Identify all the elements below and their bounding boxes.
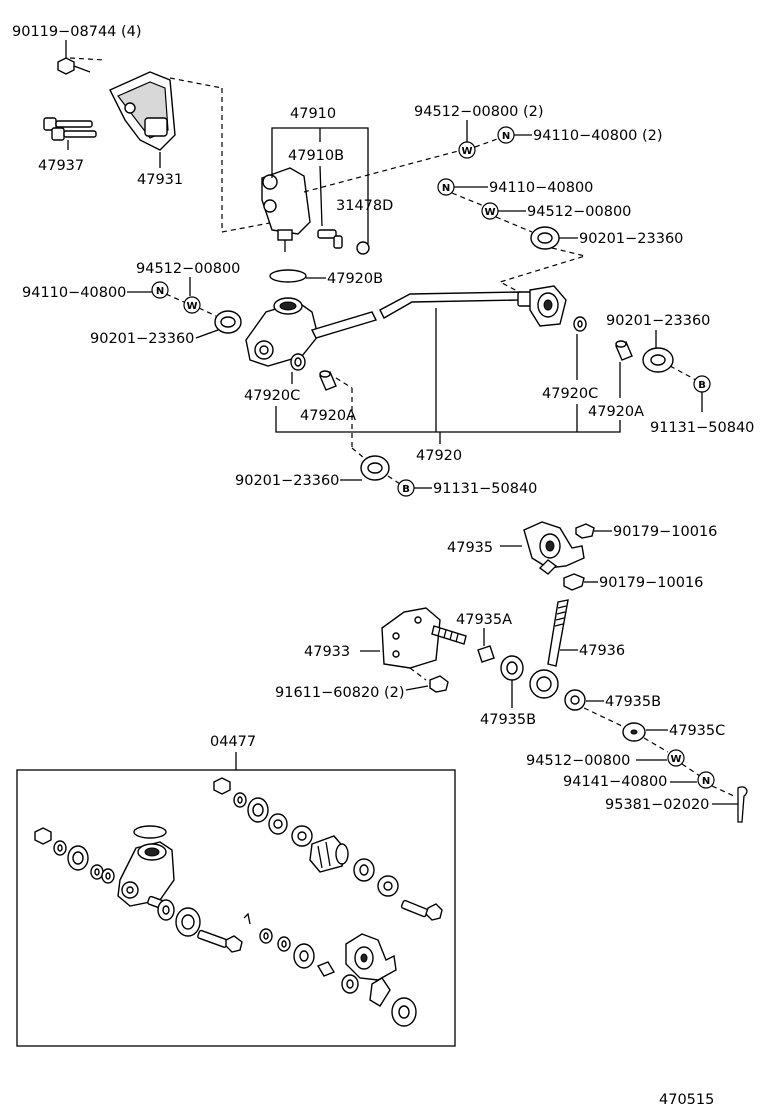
svg-text:B: B — [402, 484, 410, 495]
label-47936: 47936 — [579, 643, 625, 659]
shift-rod-47920-icon — [245, 285, 567, 367]
label-90201-23360-b: 90201−23360 — [90, 331, 194, 347]
bushing-47920C-left-icon — [290, 353, 306, 371]
svg-text:W: W — [461, 146, 472, 157]
label-47920C-right: 47920C — [542, 386, 598, 402]
washer-badge-2: W — [481, 202, 499, 220]
label-47935B-right: 47935B — [605, 694, 661, 710]
nut-90179-a-icon — [575, 523, 595, 539]
pin-47935A-icon — [477, 645, 495, 663]
label-90201-23360-a: 90201−23360 — [579, 231, 683, 247]
svg-text:N: N — [156, 286, 164, 297]
label-90179-10016-a: 90179−10016 — [613, 524, 717, 540]
svg-text:B: B — [698, 380, 706, 391]
lever-47935-icon — [523, 521, 585, 575]
cotter-pin-95381-icon — [737, 786, 748, 823]
bolts-47937-icon — [43, 117, 97, 150]
plate-47933-icon — [381, 607, 467, 669]
label-47935B-left: 47935B — [480, 712, 536, 728]
label-94110-40800-2: 94110−40800 (2) — [533, 128, 663, 144]
label-47920: 47920 — [416, 448, 462, 464]
svg-text:W: W — [186, 301, 197, 312]
washer-badge-4: W — [667, 749, 685, 767]
label-47931: 47931 — [137, 172, 183, 188]
bolt-90119-icon — [57, 57, 106, 75]
label-91131-50840-a: 91131−50840 — [650, 420, 754, 436]
label-95381-02020: 95381−02020 — [605, 797, 709, 813]
diagram-code: 470515 — [659, 1092, 714, 1108]
kit-04477-box — [16, 769, 456, 1047]
label-47920A-right: 47920A — [588, 404, 644, 420]
collar-47920A-left-icon — [319, 370, 337, 391]
label-91131-50840-b: 91131−50840 — [433, 481, 537, 497]
nut-90179-b-icon — [563, 573, 585, 591]
oring-47920B-icon — [269, 269, 307, 283]
washer-badge-1: W — [458, 141, 476, 159]
label-94141-40800: 94141−40800 — [563, 774, 667, 790]
label-47935: 47935 — [447, 540, 493, 556]
label-47920B: 47920B — [327, 271, 383, 287]
nut-badge-1: N — [497, 126, 515, 144]
label-94512-00800-2: 94512−00800 (2) — [414, 104, 544, 120]
bolt-badge-1: B — [693, 375, 711, 393]
label-31478D: 31478D — [336, 198, 393, 214]
bush-47935B-left-icon — [500, 655, 524, 681]
svg-text:N: N — [502, 131, 510, 142]
washer-47935C-icon — [622, 722, 646, 742]
label-94110-40800-a: 94110−40800 — [489, 180, 593, 196]
bush-47935B-right-icon — [564, 689, 586, 711]
label-47920A-left: 47920A — [300, 408, 356, 424]
label-47910B: 47910B — [288, 148, 344, 164]
label-47935A: 47935A — [456, 612, 512, 628]
label-47935C: 47935C — [669, 723, 725, 739]
bolt-badge-2: B — [397, 479, 415, 497]
label-91611-60820-2: 91611−60820 (2) — [275, 685, 405, 701]
nut-badge-3: N — [151, 281, 169, 299]
washer-badge-3: W — [183, 296, 201, 314]
svg-text:N: N — [702, 776, 710, 787]
valve-47910-icon — [261, 167, 370, 255]
svg-text:N: N — [442, 183, 450, 194]
label-47920C-left: 47920C — [244, 388, 300, 404]
washer-90201-d-icon — [360, 455, 390, 481]
svg-text:W: W — [484, 207, 495, 218]
label-47933: 47933 — [304, 644, 350, 660]
nut-badge-4: N — [697, 771, 715, 789]
label-90201-23360-c: 90201−23360 — [606, 313, 710, 329]
label-94512-00800-b: 94512−00800 — [136, 261, 240, 277]
washer-90201-a-icon — [530, 226, 560, 250]
kit-04477-contents-icon — [34, 777, 443, 1027]
svg-text:W: W — [670, 754, 681, 765]
label-04477: 04477 — [210, 734, 256, 750]
bolt-91611-icon — [429, 675, 449, 693]
label-94512-00800-a: 94512−00800 — [527, 204, 631, 220]
label-47937: 47937 — [38, 158, 84, 174]
washer-90201-b-icon — [214, 310, 242, 334]
label-47910: 47910 — [290, 106, 336, 122]
label-94110-40800-b: 94110−40800 — [22, 285, 126, 301]
bracket-47931-icon — [109, 71, 276, 233]
nut-badge-2: N — [437, 178, 455, 196]
bushing-47920C-right-icon — [573, 316, 587, 332]
label-90201-23360-d: 90201−23360 — [235, 473, 339, 489]
rod-47936-icon — [529, 599, 569, 699]
label-90179-10016-b: 90179−10016 — [599, 575, 703, 591]
collar-47920A-right-icon — [615, 340, 633, 361]
label-94512-00800-c: 94512−00800 — [526, 753, 630, 769]
label-90119-08744: 90119−08744 (4) — [12, 24, 142, 40]
washer-90201-c-icon — [642, 347, 674, 373]
